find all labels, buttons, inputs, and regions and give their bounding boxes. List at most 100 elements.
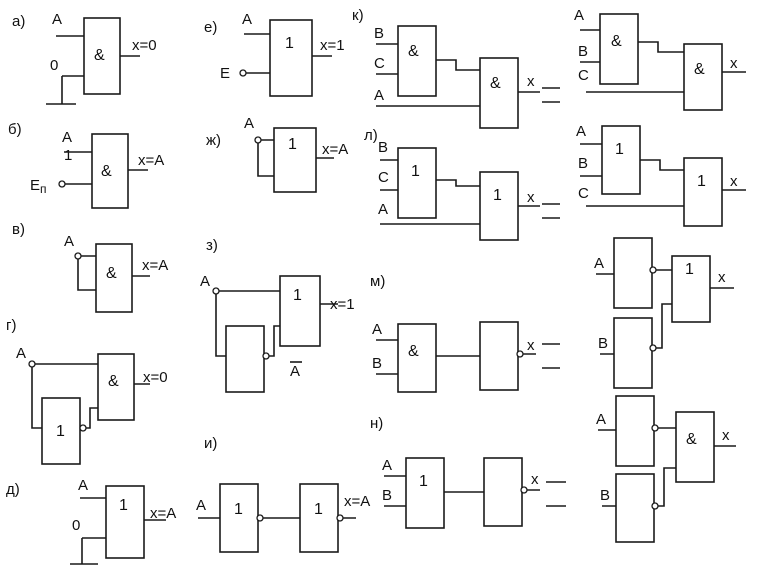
panel-e-terminal xyxy=(239,69,247,77)
panel-m2-input-a: A xyxy=(594,255,604,272)
panel-n-inverter xyxy=(483,457,523,527)
panel-m: м) A B & x xyxy=(370,273,560,393)
panel-k-and-gate-1 xyxy=(397,25,437,97)
panel-l-input-b: B xyxy=(378,139,388,156)
panel-k-output: x xyxy=(527,73,535,90)
panel-k2-input-b: B xyxy=(578,43,588,60)
panel-i-bubble-2 xyxy=(336,514,344,522)
panel-n-or-gate xyxy=(405,457,445,529)
panel-a-input-0: 0 xyxy=(50,57,58,74)
panel-m2-bubble-2 xyxy=(649,344,657,352)
panel-k2-and-symbol-1: & xyxy=(611,33,622,50)
panel-n-or-symbol: 1 xyxy=(419,473,428,490)
panel-v-tag: в) xyxy=(12,221,25,238)
panel-l-input-c: C xyxy=(378,169,389,186)
panel-l-or-gate-1 xyxy=(397,147,437,219)
panel-i-bubble-1 xyxy=(256,514,264,522)
panel-k-and-symbol-2: & xyxy=(490,75,501,92)
panel-d-or-symbol: 1 xyxy=(119,497,128,514)
panel-k-input-a: A xyxy=(374,87,384,104)
panel-l2-input-c: C xyxy=(578,185,589,202)
panel-b: б) A 1 E п & x=A xyxy=(8,121,164,209)
panel-v-and-symbol: & xyxy=(106,265,117,282)
panel-l2-input-b: B xyxy=(578,155,588,172)
panel-n2-bubble-2 xyxy=(651,502,659,510)
panel-g-output: x=0 xyxy=(143,369,168,386)
panel-d-input-a: A xyxy=(78,477,88,494)
panel-n2-inverter-1 xyxy=(615,395,655,467)
panel-m-and-gate xyxy=(397,323,437,393)
panel-g-and-symbol: & xyxy=(108,373,119,390)
panel-d-input-0: 0 xyxy=(72,517,80,534)
panel-m-wires xyxy=(376,339,560,375)
panel-a-wires xyxy=(46,35,140,105)
panel-z: з) A 1 x=1 A xyxy=(200,237,355,393)
panel-b-wires xyxy=(64,151,148,185)
panel-i-or-symbol-2: 1 xyxy=(314,501,323,518)
panel-m2-or-symbol: 1 xyxy=(685,261,694,278)
panel-v-input-a: A xyxy=(64,233,74,250)
panel-v-output: x=A xyxy=(142,257,168,274)
panel-n-input-b: B xyxy=(382,487,392,504)
panel-n2-and-gate xyxy=(675,411,715,483)
panel-l-output: x xyxy=(527,189,535,206)
panel-d: д) A 0 1 x=A xyxy=(6,477,176,565)
panel-i-output: x=A xyxy=(344,493,370,510)
panel-k-tag: к) xyxy=(352,7,364,24)
panel-z-not-a: A xyxy=(290,363,300,380)
panel-zh-tag: ж) xyxy=(206,132,221,149)
panel-n-output: x xyxy=(531,471,539,488)
panel-l2-input-a: A xyxy=(576,123,586,140)
panel-n2-wires xyxy=(598,427,736,507)
panel-m-output: x xyxy=(527,337,535,354)
panel-l-or-symbol-2: 1 xyxy=(493,187,502,204)
panel-g-and-gate xyxy=(97,353,135,421)
panel-n-wires xyxy=(384,475,566,507)
panel-i-or-gate-2 xyxy=(299,483,339,553)
panel-b-tag: б) xyxy=(8,121,22,138)
panel-n2-input-a: A xyxy=(596,411,606,428)
panel-z-wires xyxy=(215,290,338,357)
panel-a: а) A 0 & x=0 xyxy=(12,11,157,105)
panel-g-inverter-bubble xyxy=(79,424,87,432)
panel-l-or-gate-2 xyxy=(479,171,519,241)
panel-g-tag: г) xyxy=(6,317,16,334)
panel-n-input-a: A xyxy=(382,457,392,474)
panel-z-inverter-bubble xyxy=(262,352,270,360)
panel-g-or-symbol: 1 xyxy=(56,423,65,440)
panel-m2-or-gate xyxy=(671,255,711,323)
panel-a-input-a: A xyxy=(52,11,62,28)
panel-l2-or-gate-2 xyxy=(683,157,723,227)
panel-a-and-symbol: & xyxy=(94,47,105,64)
panel-m2-inverter-1 xyxy=(613,237,653,309)
panel-m-and-symbol: & xyxy=(408,343,419,360)
panel-a-and-gate xyxy=(83,17,121,95)
panel-l-or-symbol-1: 1 xyxy=(411,163,420,180)
panel-b-and-symbol: & xyxy=(101,163,112,180)
panel-d-or-gate xyxy=(105,485,145,559)
panel-k2: A B C & & x xyxy=(574,7,746,111)
panel-n-inverter-bubble xyxy=(520,486,528,494)
panel-zh-wires xyxy=(257,139,334,177)
panel-z-output: x=1 xyxy=(330,296,355,313)
panel-g-wires xyxy=(31,363,150,429)
panel-b-input-a: A xyxy=(62,129,72,146)
panel-m2-output: x xyxy=(718,269,726,286)
panel-b-enable-sub: п xyxy=(40,182,47,196)
panel-a-output: x=0 xyxy=(132,37,157,54)
panel-g-input-a: A xyxy=(16,345,26,362)
panel-l2-wires xyxy=(580,143,746,207)
panel-e: е) A E 1 x=1 xyxy=(204,11,345,97)
panel-l: л) B C A 1 1 x xyxy=(364,127,560,241)
panel-g: г) A & 1 x=0 xyxy=(6,317,168,465)
panel-b-output: x=A xyxy=(138,152,164,169)
panel-k2-wires xyxy=(580,29,746,93)
panel-z-input-a: A xyxy=(200,273,210,290)
panel-m2-input-b: B xyxy=(598,335,608,352)
panel-n2: A B & x xyxy=(596,395,736,543)
panel-l-tag: л) xyxy=(364,127,378,144)
panel-b-and-gate xyxy=(91,133,129,209)
panel-z-tag: з) xyxy=(206,237,218,254)
panel-g-or-gate xyxy=(41,397,81,465)
panel-m-input-a: A xyxy=(372,321,382,338)
